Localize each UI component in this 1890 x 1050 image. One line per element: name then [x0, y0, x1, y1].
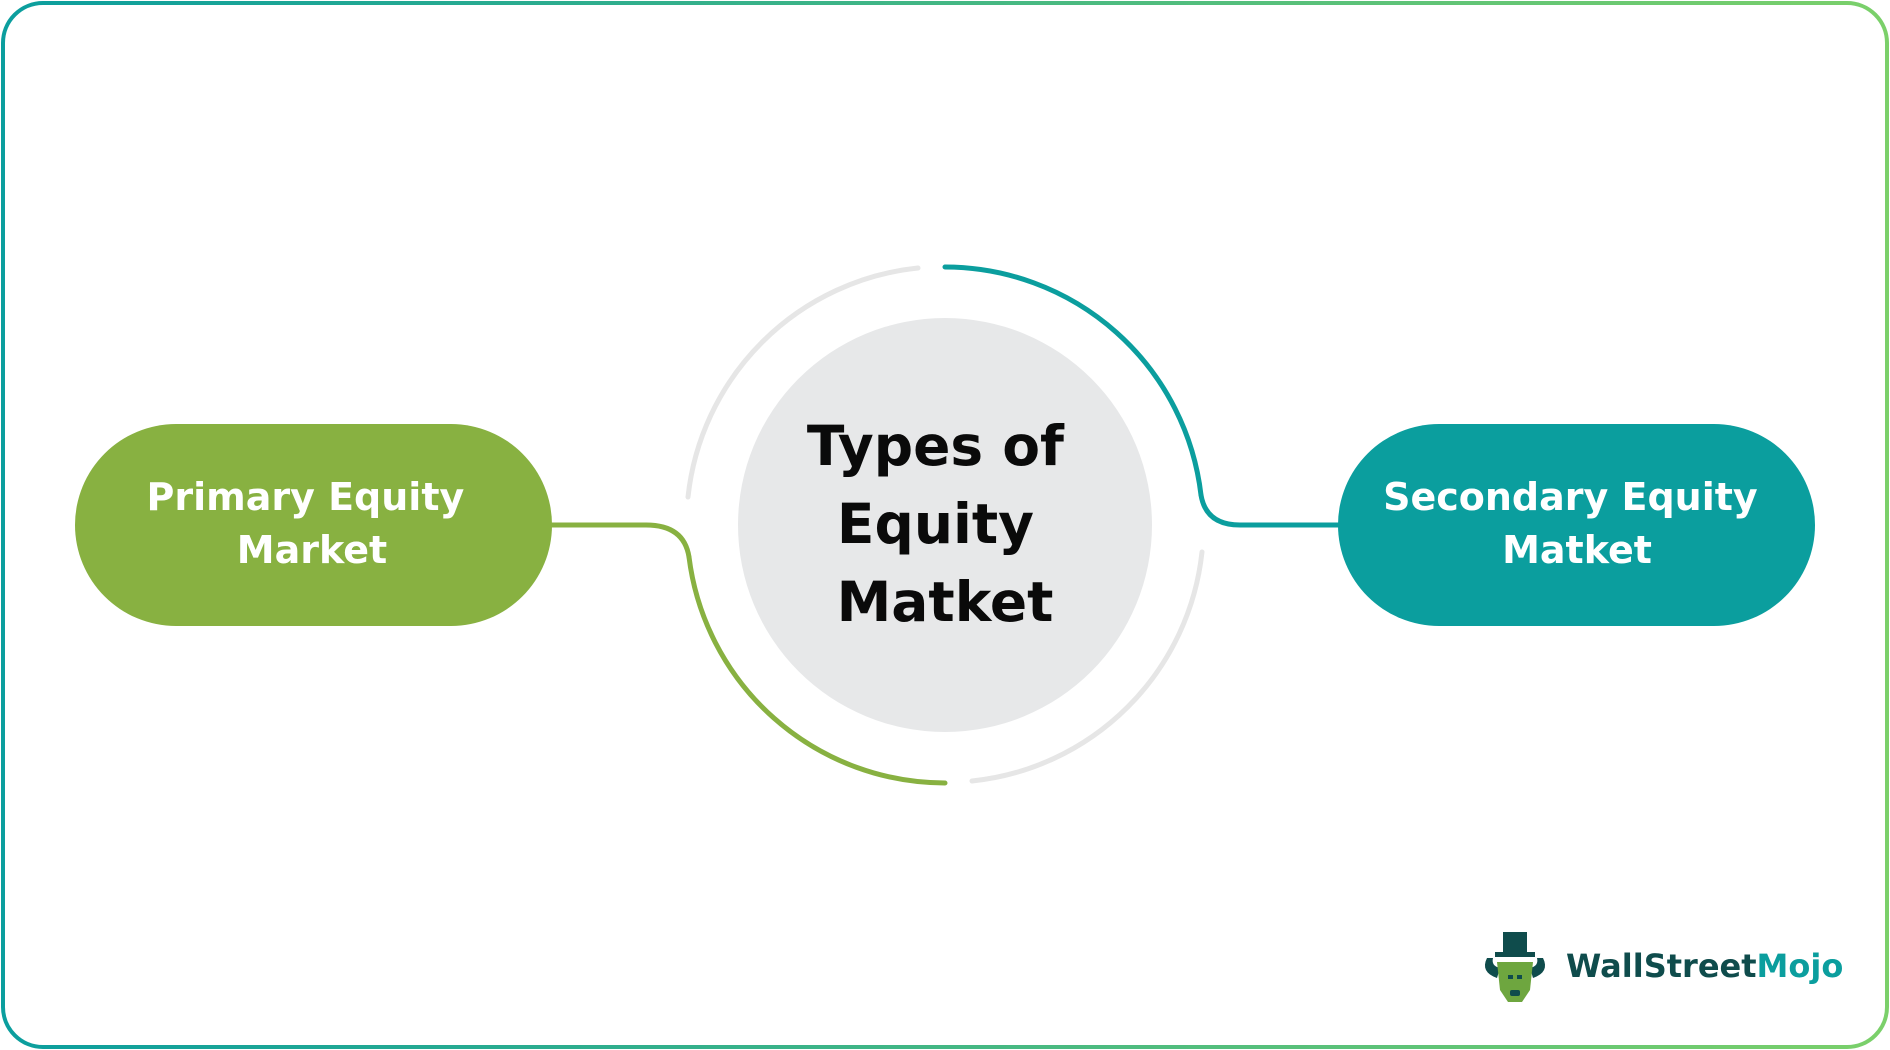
center-title-line-1: Types of — [807, 414, 1065, 478]
node-primary-label: Primary Equity Market — [146, 475, 477, 572]
logo-wordmark-part-1: WallStreet — [1566, 947, 1757, 985]
node-secondary-pill — [1338, 424, 1815, 626]
node-primary-pill — [75, 424, 552, 626]
logo: WallStreetMojo — [1484, 932, 1843, 1002]
ring-arc-bottom-left-green — [686, 554, 948, 786]
center-title-line-3: Matket — [837, 570, 1054, 634]
center-title-line-2: Equity — [837, 492, 1034, 556]
center-circle — [738, 318, 1152, 732]
ring-arc-top-right-teal — [942, 264, 1204, 498]
node-secondary-line-2: Matket — [1502, 528, 1652, 572]
logo-wordmark: WallStreetMojo — [1566, 947, 1843, 985]
connector-secondary — [1198, 492, 1341, 528]
connector-primary — [549, 522, 692, 560]
node-primary-line-2: Market — [237, 528, 387, 572]
logo-wordmark-part-2: Mojo — [1757, 947, 1844, 985]
node-secondary-label: Secondary Equity Matket — [1383, 475, 1771, 572]
bull-with-top-hat-icon — [1484, 932, 1546, 1002]
ring-arc-bottom-right-gray — [969, 549, 1205, 784]
center-title: Types of Equity Matket — [807, 414, 1083, 634]
node-primary-line-1: Primary Equity — [146, 475, 464, 519]
node-secondary-line-1: Secondary Equity — [1383, 475, 1758, 519]
ring-arc-top-left-gray — [685, 265, 921, 500]
